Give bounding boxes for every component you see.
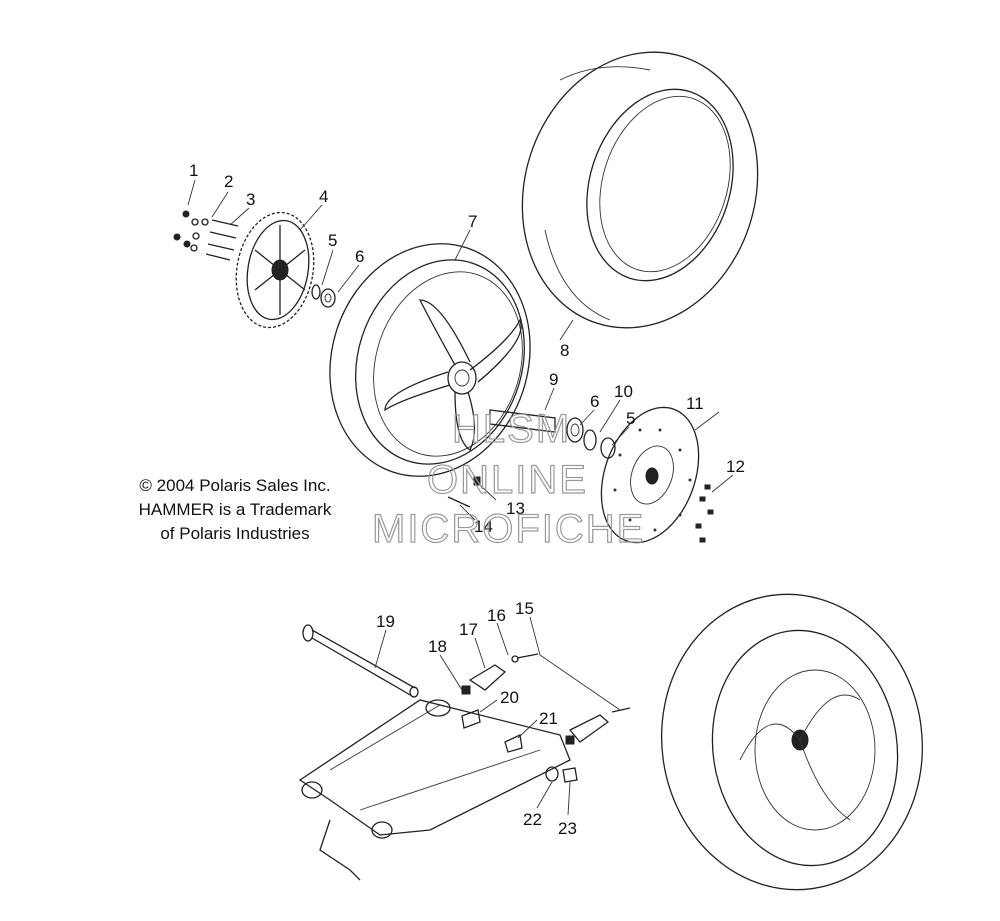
callout-14: 14	[474, 517, 493, 536]
pivot-bolt	[302, 624, 419, 698]
callout-1: 1	[189, 161, 198, 180]
callout-labels: 1 2 3 4 5 6 7 8 9 6 10 5 11 12 13 14 15 …	[189, 161, 745, 838]
sprocket-fasteners	[173, 210, 239, 261]
callout-11: 11	[686, 394, 704, 413]
callout-3: 3	[246, 190, 255, 209]
copyright-notice: © 2004 Polaris Sales Inc. HAMMER is a Tr…	[100, 474, 370, 546]
assembled-wheel	[660, 593, 924, 891]
callout-4: 4	[319, 187, 328, 206]
callout-5b: 5	[626, 409, 635, 428]
callout-8: 8	[560, 341, 569, 360]
callout-6b: 6	[590, 392, 599, 411]
callout-22: 22	[523, 810, 542, 829]
callout-5: 5	[328, 231, 337, 250]
valve-stem	[447, 476, 481, 508]
callout-6: 6	[355, 247, 364, 266]
watermark-line-3: MICROFICHE	[372, 507, 645, 551]
left-bearings	[311, 284, 336, 308]
callout-12: 12	[726, 457, 745, 476]
watermark-line-1: HLSM	[452, 407, 571, 451]
watermark: HLSM ONLINE MICROFICHE	[371, 406, 645, 551]
axle-nut-washer	[545, 766, 578, 783]
callout-15: 15	[515, 599, 534, 618]
callout-10: 10	[614, 382, 633, 401]
callout-16: 16	[487, 606, 506, 625]
copyright-line-3: of Polaris Industries	[160, 524, 310, 543]
callout-19: 19	[376, 612, 395, 631]
watermark-line-2: ONLINE	[427, 458, 588, 502]
axle-spacer	[489, 409, 616, 459]
copyright-line-1: © 2004 Polaris Sales Inc.	[139, 476, 331, 495]
leader-lines	[187, 179, 734, 816]
callout-18: 18	[428, 637, 447, 656]
wheel-rim	[329, 243, 531, 477]
brake-disc	[600, 406, 700, 544]
tire	[521, 51, 759, 329]
callout-13: 13	[506, 499, 525, 518]
swing-arm	[298, 699, 571, 881]
callout-2: 2	[224, 172, 233, 191]
callout-21: 21	[539, 709, 558, 728]
chain-adjusters	[461, 653, 631, 753]
sprocket	[235, 211, 315, 329]
callout-20: 20	[500, 688, 519, 707]
callout-7: 7	[468, 212, 477, 231]
callout-17: 17	[459, 620, 478, 639]
callout-9: 9	[549, 370, 558, 389]
copyright-line-2: HAMMER is a Trademark	[138, 500, 332, 519]
callout-23: 23	[558, 819, 577, 838]
disc-bolts	[695, 484, 714, 543]
